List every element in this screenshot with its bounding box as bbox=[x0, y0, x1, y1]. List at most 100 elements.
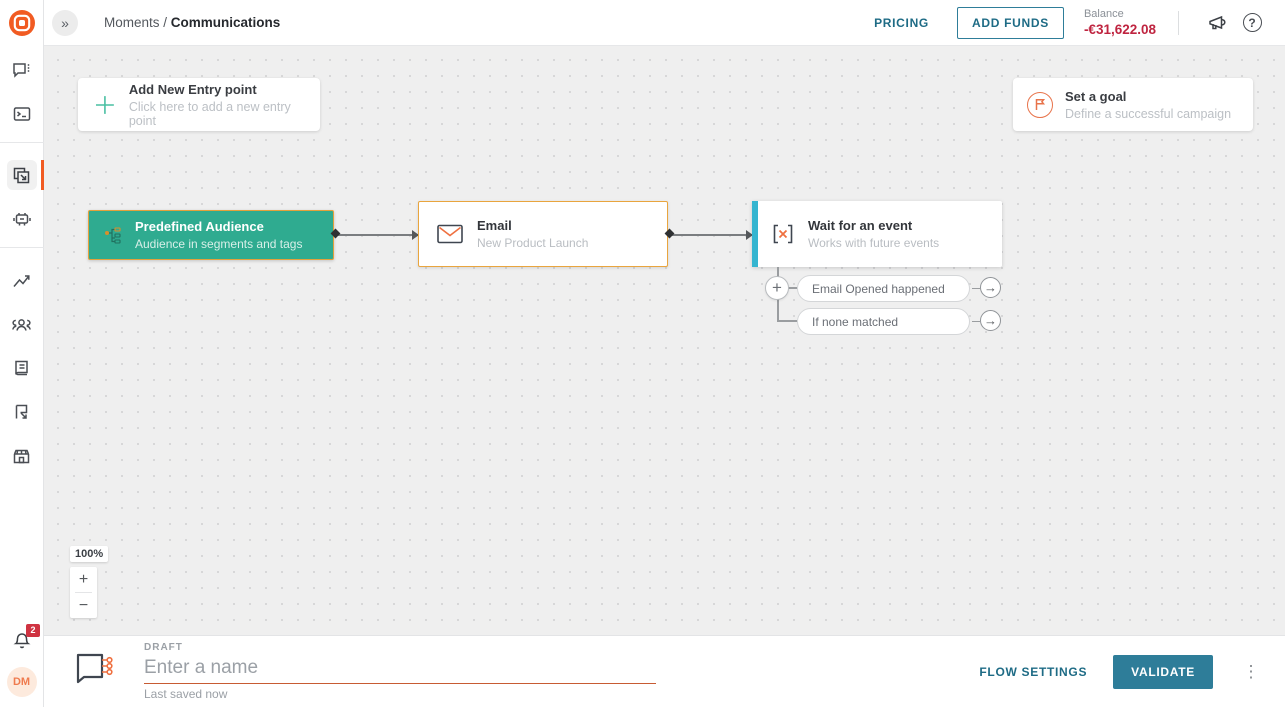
analytics-icon bbox=[7, 265, 37, 295]
flow-settings-link[interactable]: FLOW SETTINGS bbox=[979, 664, 1088, 679]
bot-icon bbox=[7, 204, 37, 234]
breadcrumb-page: Communications bbox=[170, 15, 281, 30]
sidebar-item-people[interactable] bbox=[0, 306, 44, 342]
announcements-button[interactable] bbox=[1203, 8, 1233, 38]
flow-canvas[interactable]: Add New Entry point Click here to add a … bbox=[44, 46, 1285, 635]
flow-chat-icon bbox=[76, 653, 113, 684]
sidebar-item-answers-bot[interactable] bbox=[0, 201, 44, 237]
arrow-right-icon: → bbox=[984, 280, 997, 295]
branch-go-button[interactable]: → bbox=[980, 310, 1001, 331]
infobip-logo[interactable] bbox=[0, 0, 44, 46]
sidebar-item-moments[interactable] bbox=[0, 157, 44, 193]
more-options-button[interactable]: ⋮ bbox=[1242, 661, 1260, 681]
zoom-controls: + − bbox=[70, 567, 97, 618]
branch-label: Email Opened happened bbox=[812, 281, 945, 296]
main-column: » Moments / Communications PRICING ADD F… bbox=[44, 0, 1285, 707]
top-bar: » Moments / Communications PRICING ADD F… bbox=[44, 0, 1285, 46]
status-badge: DRAFT bbox=[144, 642, 183, 653]
notification-badge: 2 bbox=[26, 624, 40, 637]
balance-label: Balance bbox=[1083, 8, 1124, 20]
megaphone-icon bbox=[1209, 15, 1226, 29]
bottom-bar-actions: FLOW SETTINGS VALIDATE ⋮ bbox=[979, 654, 1261, 689]
branch-label: If none matched bbox=[812, 314, 899, 329]
sidebar-item-analytics[interactable] bbox=[0, 262, 44, 298]
node-title: Email bbox=[477, 218, 512, 233]
selected-indicator-bar bbox=[752, 201, 758, 267]
add-entry-point-card[interactable]: Add New Entry point Click here to add a … bbox=[78, 78, 320, 131]
collapse-sidebar-button[interactable]: » bbox=[52, 9, 78, 36]
wait-event-icon bbox=[773, 224, 793, 244]
sidebar-item-catalog[interactable] bbox=[0, 350, 44, 386]
segments-icon bbox=[105, 227, 121, 244]
node-subtitle: New Product Launch bbox=[477, 236, 589, 250]
bottom-bar: DRAFT Last saved now FLOW SETTINGS VALID… bbox=[44, 635, 1285, 707]
goal-card-subtitle: Define a successful campaign bbox=[1065, 106, 1232, 121]
flow-name-input[interactable] bbox=[144, 655, 656, 684]
help-icon: ? bbox=[1242, 13, 1262, 32]
branch-dash bbox=[972, 320, 980, 322]
node-title: Predefined Audience bbox=[135, 219, 264, 234]
node-wait-for-event[interactable]: Wait for an event Works with future even… bbox=[752, 201, 1002, 267]
people-icon bbox=[7, 309, 37, 339]
sidebar-item-exchange[interactable] bbox=[0, 438, 44, 474]
sidebar-bottom: 2 DM bbox=[6, 624, 40, 707]
validate-button[interactable]: VALIDATE bbox=[1113, 654, 1213, 689]
flow-type-icon-wrap bbox=[74, 652, 114, 691]
envelope-icon bbox=[437, 224, 463, 244]
add-funds-button[interactable]: ADD FUNDS bbox=[956, 6, 1064, 39]
breadcrumb: Moments / Communications bbox=[104, 15, 280, 30]
connector-arrowhead bbox=[412, 229, 419, 240]
infobip-logo-icon bbox=[8, 10, 35, 36]
branch-pill-email-opened[interactable]: Email Opened happened bbox=[797, 275, 970, 302]
branch-horizontal-line bbox=[777, 320, 797, 322]
catalog-icon bbox=[7, 353, 37, 383]
node-title: Wait for an event bbox=[808, 218, 913, 233]
set-goal-card[interactable]: Set a goal Define a successful campaign bbox=[1013, 78, 1253, 131]
zoom-level-label: 100% bbox=[70, 546, 109, 562]
flag-pointer-icon bbox=[7, 397, 37, 427]
last-saved-text: Last saved now bbox=[144, 687, 228, 701]
balance-block: Balance -€31,622.08 bbox=[1084, 8, 1156, 37]
entry-card-title: Add New Entry point bbox=[128, 81, 257, 97]
zoom-divider bbox=[75, 592, 92, 593]
zoom-in-button[interactable]: + bbox=[78, 570, 89, 588]
help-button[interactable]: ? bbox=[1237, 8, 1267, 38]
branch-go-button[interactable]: → bbox=[980, 277, 1001, 298]
marketplace-icon bbox=[7, 441, 37, 471]
chevrons-right-icon: » bbox=[61, 14, 69, 31]
top-bar-divider bbox=[1178, 10, 1179, 35]
top-bar-right: PRICING ADD FUNDS Balance -€31,622.08 ? bbox=[874, 6, 1267, 39]
sidebar-item-conversations[interactable] bbox=[0, 52, 44, 88]
breadcrumb-section[interactable]: Moments bbox=[104, 15, 160, 30]
breadcrumb-separator: / bbox=[159, 15, 171, 30]
branch-dash bbox=[972, 287, 980, 289]
sidebar-item-subscriptions[interactable] bbox=[0, 394, 44, 430]
pricing-link[interactable]: PRICING bbox=[874, 15, 929, 30]
left-sidebar: 2 DM bbox=[0, 0, 44, 707]
moments-flows-icon bbox=[6, 160, 37, 190]
entry-card-subtitle: Click here to add a new entry point bbox=[128, 99, 291, 128]
plus-icon bbox=[95, 95, 114, 114]
node-subtitle: Works with future events bbox=[808, 236, 940, 250]
add-branch-button[interactable]: + bbox=[765, 276, 789, 300]
connector-arrowhead bbox=[746, 229, 753, 240]
balance-value: -€31,622.08 bbox=[1083, 22, 1156, 37]
flow-name-block: DRAFT Last saved now bbox=[144, 642, 656, 701]
node-predefined-audience[interactable]: Predefined Audience Audience in segments… bbox=[88, 210, 334, 260]
connector-audience-to-email bbox=[330, 228, 419, 240]
connector-email-to-wait bbox=[664, 228, 753, 240]
zoom-out-button[interactable]: − bbox=[78, 596, 89, 614]
goal-card-title: Set a goal bbox=[1065, 88, 1127, 104]
sidebar-item-developer-tools[interactable] bbox=[0, 96, 44, 132]
arrow-right-icon: → bbox=[984, 313, 997, 328]
user-avatar[interactable]: DM bbox=[6, 667, 37, 697]
bell-icon bbox=[13, 633, 30, 649]
goal-flag-icon bbox=[1027, 91, 1053, 118]
terminal-icon bbox=[7, 99, 37, 129]
branch-pill-none-matched[interactable]: If none matched bbox=[797, 308, 970, 335]
node-email[interactable]: Email New Product Launch bbox=[418, 201, 668, 267]
notifications-button[interactable]: 2 bbox=[12, 624, 40, 651]
chat-notes-icon bbox=[7, 55, 37, 85]
plus-icon: + bbox=[772, 278, 782, 297]
